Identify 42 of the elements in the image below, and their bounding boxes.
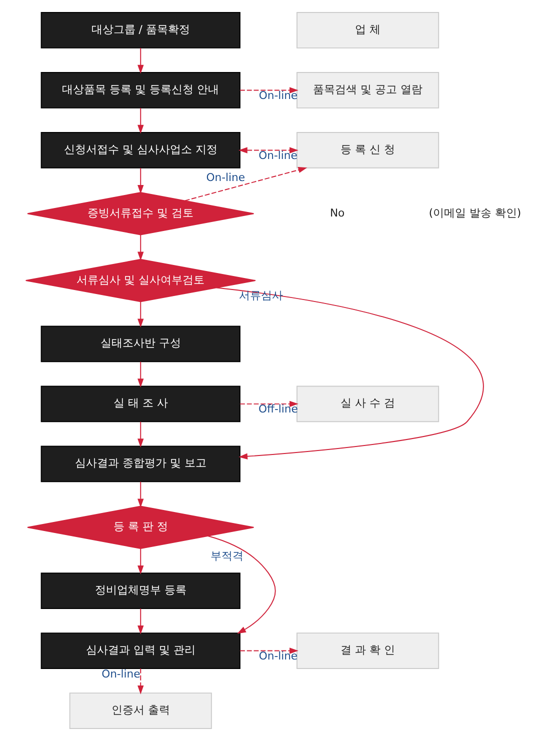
- node-box: 신청서접수 및 심사사업소 지정: [40, 132, 240, 168]
- edge-label: On-line: [101, 668, 140, 681]
- node-box: 심사결과 종합평가 및 보고: [40, 446, 240, 482]
- arrow: [239, 400, 298, 408]
- node-diamond: 등 록 판 정: [26, 506, 254, 549]
- arrow: [137, 48, 144, 74]
- edge-label: On-line: [206, 171, 245, 184]
- node-box: 심사결과 입력 및 관리: [40, 632, 240, 669]
- arrow: [137, 168, 144, 194]
- arrow: [238, 147, 298, 154]
- node-box: 인증서 출력: [68, 692, 212, 729]
- arrow: [239, 648, 298, 654]
- label: No: [329, 206, 344, 220]
- arrow: [137, 234, 144, 261]
- node-box: 대상품목 등록 및 등록신청 안내: [40, 72, 240, 108]
- edge-label: On-line: [258, 88, 298, 102]
- edge-label: On-line: [258, 148, 297, 162]
- arrow: [137, 108, 144, 134]
- label: (이메일 발송 확인): [428, 206, 521, 220]
- arrow: [137, 608, 144, 634]
- node-diamond: 증빙서류접수 및 검토: [26, 192, 254, 236]
- arrow: [137, 421, 144, 448]
- edge-label: 부적격: [210, 549, 243, 562]
- node-box: 실태조사반 구성: [40, 326, 240, 362]
- arrow: [184, 166, 307, 202]
- edge-label: Off-line: [258, 402, 298, 416]
- node-box: 업 체: [296, 12, 439, 48]
- arrow: [216, 287, 484, 460]
- arrow: [239, 87, 298, 94]
- node-box: 결 과 확 인: [296, 632, 439, 669]
- arrow: [137, 668, 144, 694]
- arrow: [137, 481, 144, 508]
- edge-label: On-line: [258, 649, 298, 662]
- arrow: [207, 536, 276, 634]
- node-box: 실 태 조 사: [40, 386, 240, 422]
- arrow: [137, 548, 144, 574]
- arrow: [137, 301, 144, 328]
- node-box: 정비업체명부 등록: [40, 572, 240, 609]
- node-box: 대상그룹 / 품목확정: [40, 12, 240, 48]
- arrow: [137, 361, 144, 388]
- node-box: 등 록 신 청: [296, 132, 439, 168]
- node-box: 품목검색 및 공고 열람: [296, 72, 439, 108]
